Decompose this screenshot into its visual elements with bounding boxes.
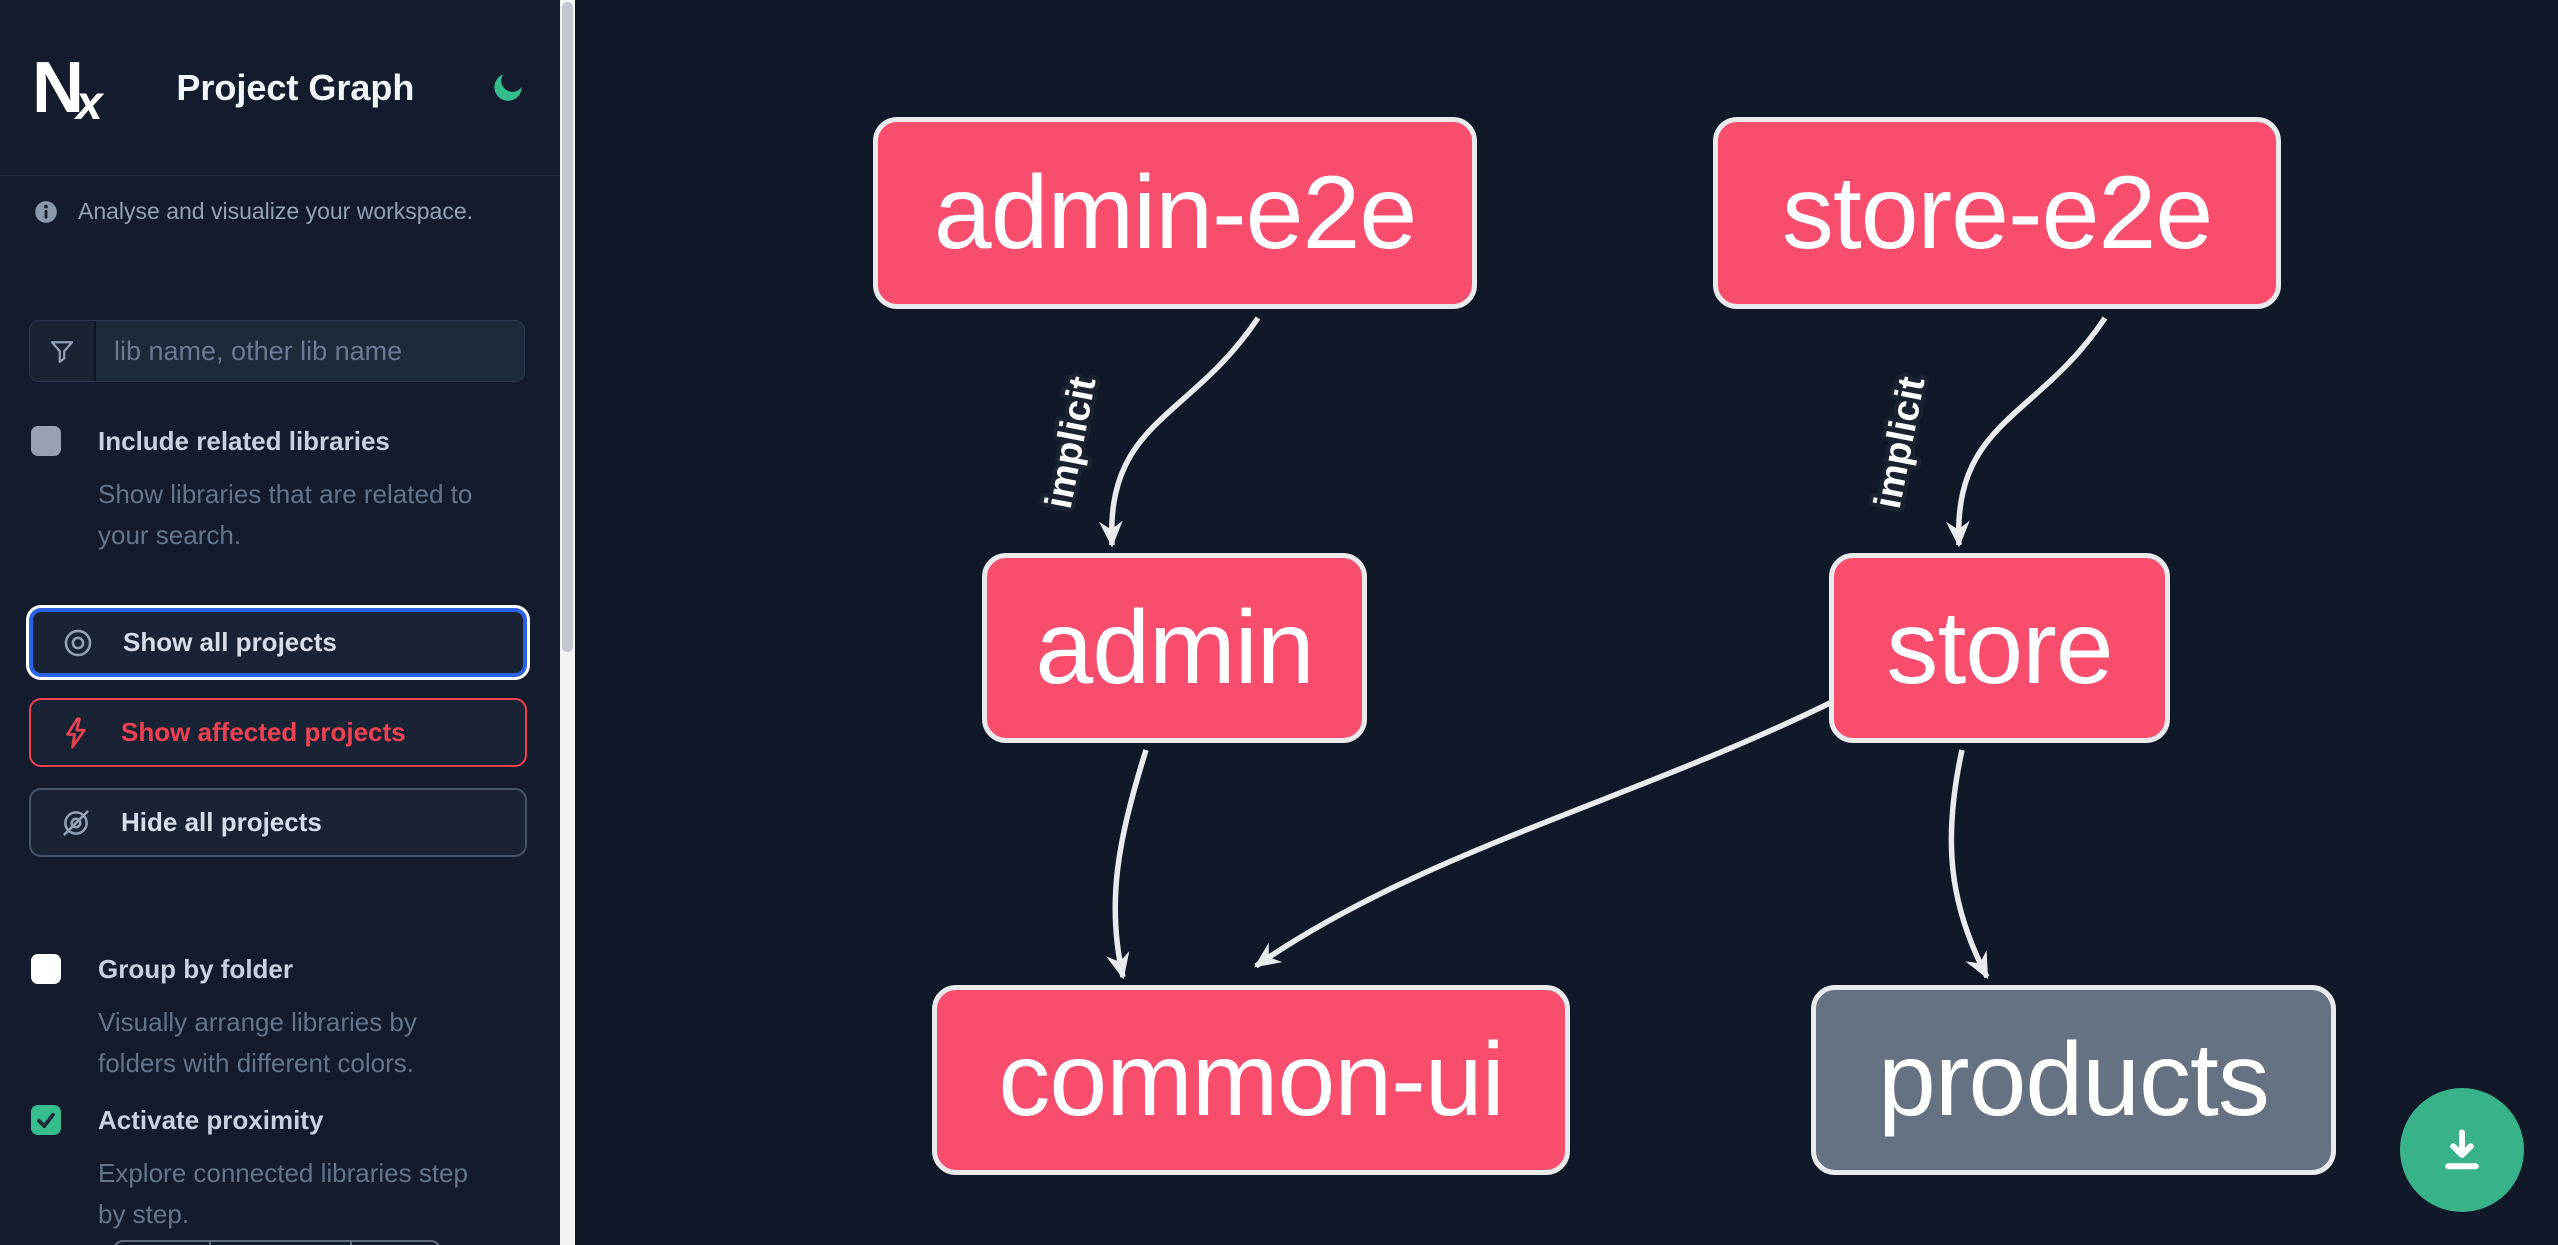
stepper-decrement[interactable] [115,1242,211,1245]
option-activate-proximity: Activate proximity Explore connected lib… [31,1099,511,1235]
sidebar-scrollbar-thumb[interactable] [562,2,573,652]
search-input[interactable] [96,321,524,381]
graph-node-products[interactable]: products [1811,985,2336,1175]
show-all-projects-button[interactable]: Show all projects [29,608,527,677]
option-include-related-libraries: Include related libraries Show libraries… [31,420,511,556]
page-title: Project Graph [176,66,415,108]
graph-node-common-ui[interactable]: common-ui [932,985,1570,1175]
graph-node-admin[interactable]: admin [982,553,1367,743]
filter-funnel-icon [30,321,96,381]
graph-node-admin-e2e[interactable]: admin-e2e [873,117,1477,309]
activate-proximity-checkbox[interactable] [31,1105,61,1135]
eye-icon [64,629,92,656]
option-group-by-folder: Group by folder Visually arrange librari… [31,948,511,1084]
sidebar-scrollbar-track[interactable] [560,0,575,1245]
stepper-value [211,1242,352,1245]
tagline-text: Analyse and visualize your workspace. [78,198,474,224]
edge-admin-common-ui [1106,749,1149,980]
option-label: Group by folder [98,953,293,984]
download-icon [2445,1129,2479,1170]
include-related-libraries-checkbox[interactable] [31,426,61,456]
option-label: Include related libraries [98,425,390,456]
option-label: Activate proximity [98,1104,324,1135]
option-description: Show libraries that are related to your … [98,479,473,550]
option-description: Visually arrange libraries by folders wi… [98,1007,417,1078]
edge-store-e2e-store [1945,316,2108,548]
dark-mode-moon-icon[interactable] [488,68,528,108]
edge-store-common-ui [1254,699,1834,969]
graph-node-store-e2e[interactable]: store-e2e [1713,117,2281,309]
hide-all-projects-button[interactable]: Hide all projects [29,788,527,857]
edge-admin-e2e-admin [1098,316,1261,548]
graph-node-store[interactable]: store [1829,553,2170,743]
save-image-button[interactable] [2400,1088,2524,1212]
search-box [29,320,525,382]
option-description: Explore connected libraries step by step… [98,1158,468,1229]
checkmark-icon [37,1112,55,1129]
eye-off-icon [63,809,89,836]
edge-store-products [1948,749,1990,980]
lightning-bolt-icon [66,717,86,748]
group-by-folder-checkbox[interactable] [31,954,61,984]
info-icon [35,200,57,223]
show-affected-projects-button[interactable]: Show affected projects [29,698,527,767]
tagline: Analyse and visualize your workspace. [33,198,473,225]
proximity-stepper[interactable] [113,1240,441,1245]
